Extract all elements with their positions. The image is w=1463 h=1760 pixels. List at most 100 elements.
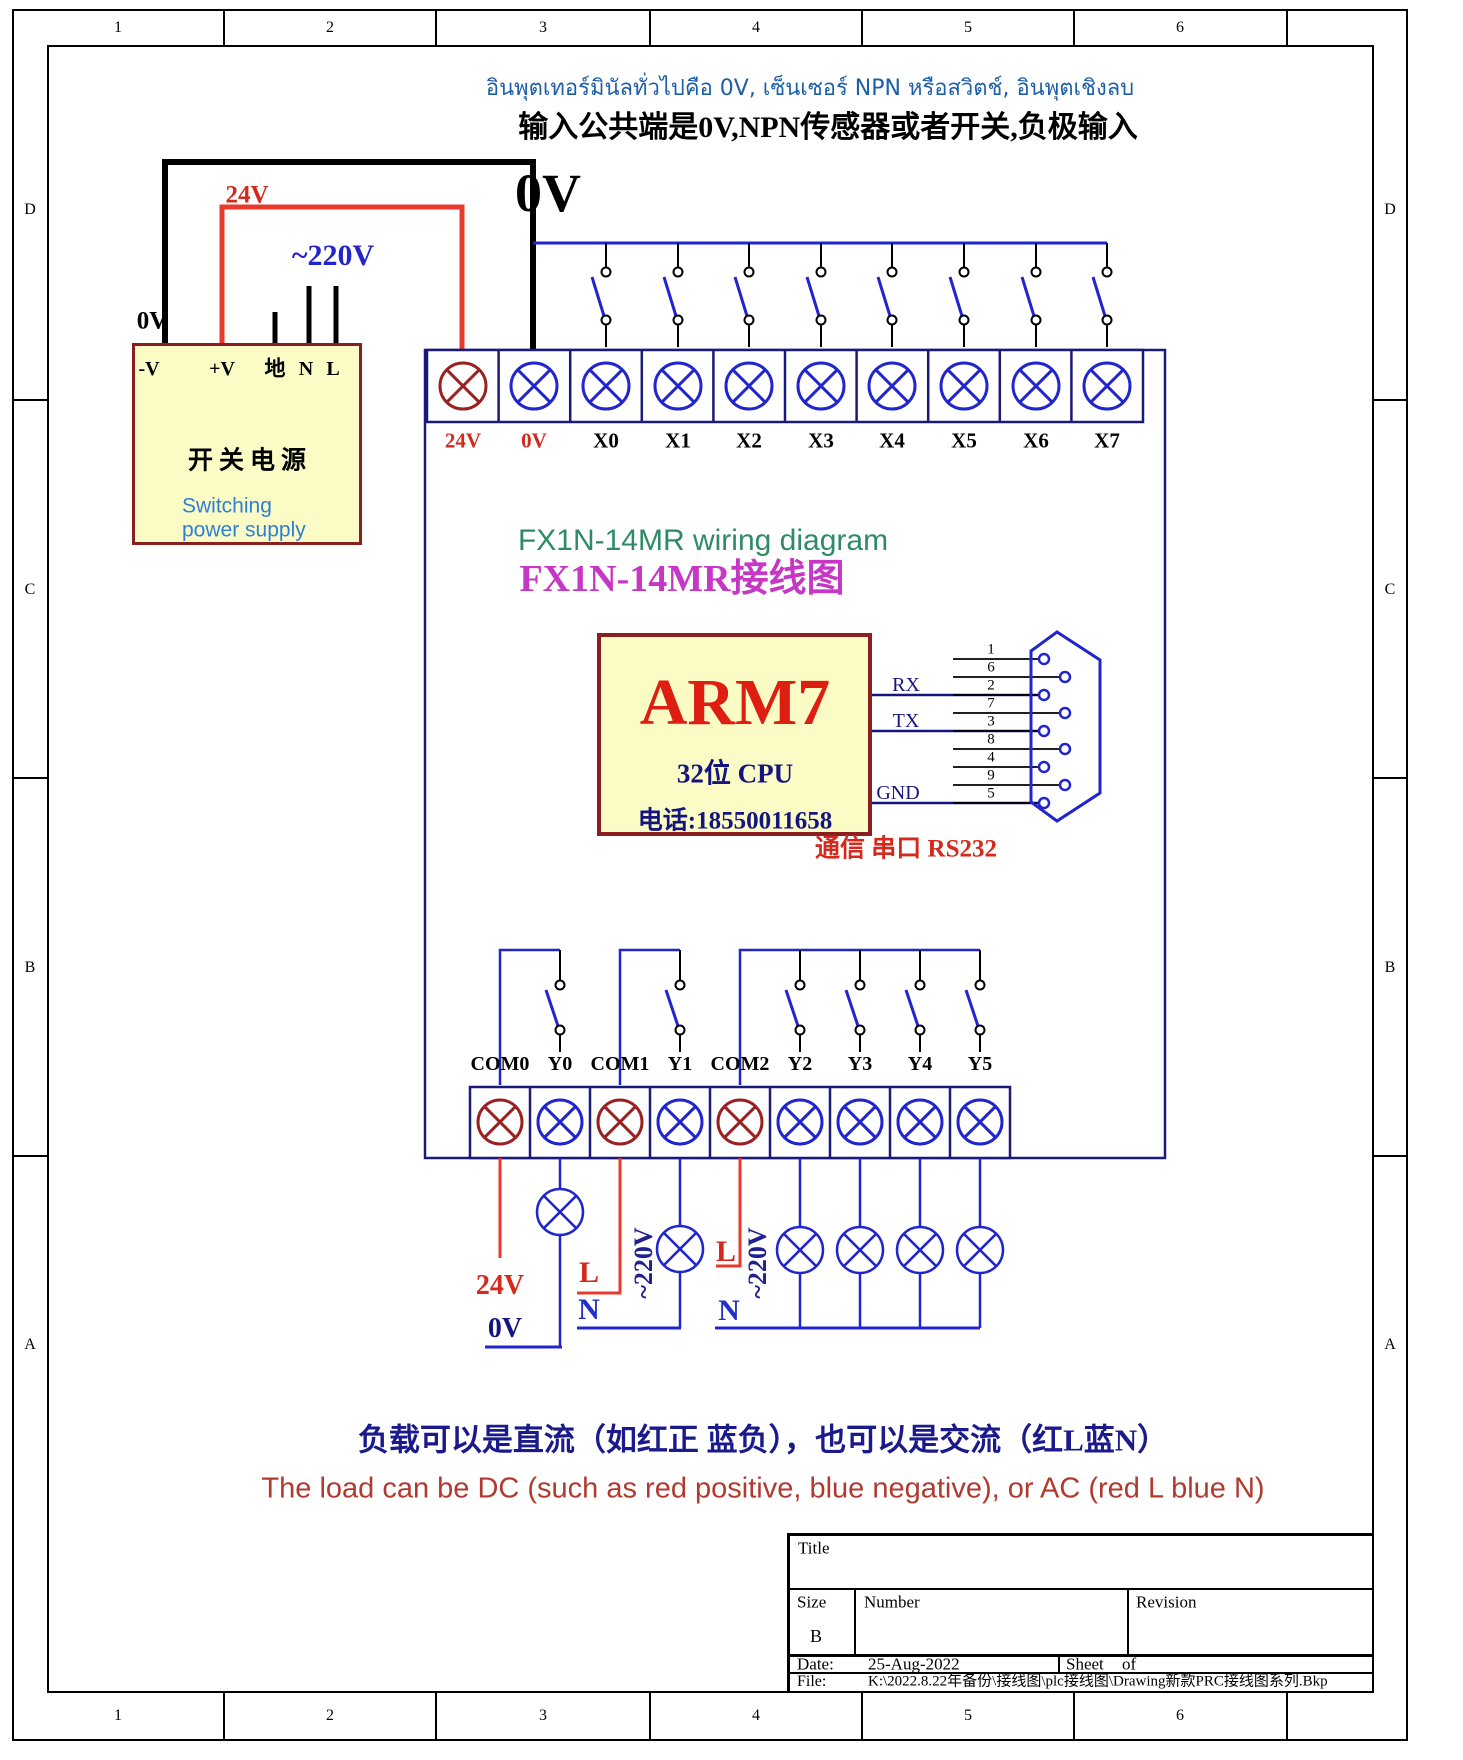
zone-col-label: 3 [539, 1707, 547, 1724]
output-terminal-label: Y1 [667, 1053, 693, 1075]
output-terminal [543, 1105, 577, 1139]
input-terminal-label: X5 [951, 428, 977, 453]
power-supply-box [132, 343, 362, 545]
y-lamp [782, 1232, 818, 1268]
input-switch [672, 266, 684, 278]
output-terminal-label: Y0 [547, 1053, 573, 1075]
db9-connector [1029, 630, 1102, 823]
com2-l-wire [716, 1158, 742, 1268]
titleblock-file-label: File: [797, 1673, 827, 1690]
output-terminal [843, 1105, 877, 1139]
output-terminal-label: Y2 [787, 1053, 813, 1075]
wire-0v [162, 159, 536, 352]
input-switch [815, 314, 827, 326]
output-terminal-label: Y3 [847, 1053, 873, 1075]
input-terminal-label: X1 [665, 428, 691, 453]
psu-0v-label: 0V [136, 307, 168, 335]
output-terminal [483, 1105, 517, 1139]
pin-number: 7 [987, 695, 995, 712]
load-24v-label: 24V [475, 1270, 525, 1301]
input-terminal [660, 368, 696, 404]
input-switch [600, 314, 612, 326]
psu-pin-label: L [326, 358, 340, 380]
output-switch [854, 979, 866, 991]
db9-pin [1058, 670, 1072, 684]
input-switch [590, 276, 606, 317]
db9-pin [1058, 778, 1072, 792]
pin-number: 1 [987, 641, 995, 658]
input-switch [886, 266, 898, 278]
input-terminal-label: X4 [879, 428, 905, 453]
inner-frame [47, 45, 1374, 1693]
titleblock-date-label: Date: [797, 1654, 834, 1674]
titleblock-sheet-label: Sheet [1066, 1654, 1104, 1674]
output-switch [844, 989, 860, 1027]
input-terminal [731, 368, 767, 404]
input-switch [733, 276, 749, 317]
zone-col-label: 2 [326, 19, 334, 36]
y-lamp [962, 1232, 998, 1268]
rx-label: RX [892, 674, 920, 696]
input-switch [1101, 314, 1113, 326]
titleblock-size-label: Size [797, 1592, 827, 1612]
note-chinese: 输入公共端是0V,NPN传感器或者开关,负极输入 [518, 111, 1138, 144]
zone-col-label: 4 [752, 19, 760, 36]
input-terminal-label: 0V [521, 428, 547, 453]
pin-number: 3 [987, 713, 995, 730]
input-switch [1101, 266, 1113, 278]
output-switch [914, 979, 926, 991]
common-0v-label: 0V [515, 163, 581, 223]
input-switch [958, 266, 970, 278]
titleblock-border [1058, 1654, 1060, 1674]
note-thai: อินพุตเทอร์มินัลทั่วไปคือ 0V, เซ็นเซอร์ … [485, 76, 1135, 101]
pin-number: 8 [987, 731, 995, 748]
pin-number: 5 [987, 785, 995, 802]
psu-pin-label: 地 [264, 356, 286, 381]
input-terminal [516, 368, 552, 404]
output-switch [544, 989, 560, 1027]
titleblock-number-label: Number [864, 1592, 920, 1612]
input-switch [805, 276, 821, 317]
com0-bracket [498, 948, 560, 1085]
output-terminal-label: COM0 [470, 1053, 530, 1075]
output-terminal-label: Y4 [907, 1053, 933, 1075]
titleblock-date-value: 25-Aug-2022 [868, 1654, 960, 1674]
input-terminal-label: X2 [736, 428, 762, 453]
zone-col-label: 5 [964, 19, 972, 36]
psu-name-en-line1: Switching [182, 494, 272, 518]
zone-col-label: 4 [752, 1707, 760, 1724]
com1-bracket [618, 948, 680, 1085]
output-switch [784, 989, 800, 1027]
cpu-box [597, 633, 872, 836]
y-lamp [842, 1232, 878, 1268]
cpu-sub: 32位 CPU [676, 758, 794, 789]
zone-row-label: D [24, 201, 36, 218]
input-switch [948, 276, 964, 317]
input-switch [743, 314, 755, 326]
db9-pin [1037, 688, 1051, 702]
load-l2-label: L [715, 1235, 737, 1268]
zone-col-label: 2 [326, 1707, 334, 1724]
psu-name-en-line2: power supply [182, 518, 306, 542]
input-terminal [445, 368, 481, 404]
psu-220v-label: ~220V [291, 239, 375, 272]
db9-pin [1037, 760, 1051, 774]
y0-lamp [542, 1194, 578, 1230]
input-switch [1020, 276, 1036, 317]
load-l1-label: L [578, 1256, 600, 1289]
zone-col-label: 1 [114, 19, 122, 36]
input-switch [672, 314, 684, 326]
zone-row-label: C [1384, 581, 1396, 598]
titleblock-revision-label: Revision [1136, 1592, 1197, 1612]
plc-title-en: FX1N-14MR wiring diagram [517, 524, 889, 557]
zone-col-label: 6 [1176, 19, 1184, 36]
input-terminal [588, 368, 624, 404]
output-switch [974, 979, 986, 991]
zone-row-label: D [1384, 201, 1396, 218]
titleblock-title-label: Title [798, 1538, 830, 1558]
output-switch [554, 979, 566, 991]
input-terminal-label: X6 [1023, 428, 1049, 453]
output-terminal [663, 1105, 697, 1139]
